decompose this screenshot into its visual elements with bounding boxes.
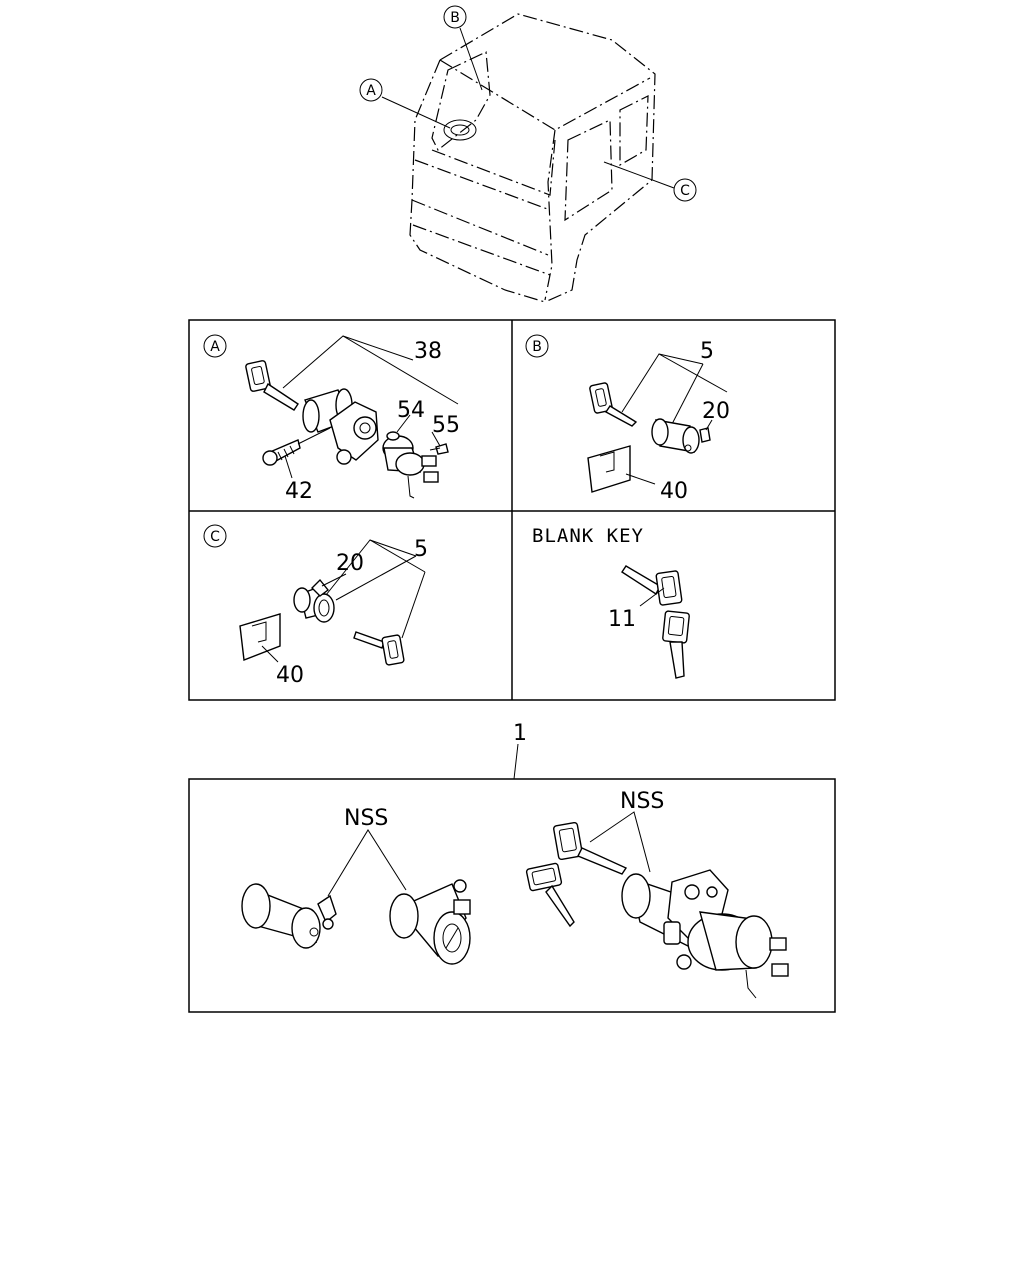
label-54: 54 (397, 398, 425, 423)
label-5: 5 (700, 339, 714, 364)
lock-cylinder-icon (389, 879, 471, 965)
blank-key-icon (621, 565, 683, 606)
key-icon (353, 631, 405, 666)
screw-icon (429, 443, 449, 455)
label-nss-right: NSS (620, 789, 664, 814)
key-icon (245, 360, 299, 411)
label-11: 11 (608, 607, 636, 632)
retainer-clip-icon (587, 445, 631, 493)
retainer-clip-icon (239, 613, 281, 661)
label-40: 40 (276, 663, 304, 688)
callout-a: A (359, 78, 451, 129)
detail-panel-c: C 20 5 40 (203, 524, 428, 688)
callout-c-letter: C (680, 183, 690, 199)
callout-b-letter: B (450, 10, 460, 26)
detail-panel-a: A (203, 334, 460, 504)
truck-cab-illustration (409, 13, 656, 303)
label-nss-left: NSS (344, 806, 388, 831)
lock-cylinder-icon (651, 418, 711, 454)
label-20: 20 (336, 551, 364, 576)
panel-a-letter: A (210, 339, 220, 355)
detail-panel-blank-key: BLANK KEY 11 (532, 525, 690, 679)
panel-c-letter: C (210, 529, 220, 545)
key-icon (525, 862, 575, 928)
key-icon (553, 821, 628, 875)
lock-cylinder-icon (293, 578, 335, 623)
label-5: 5 (414, 537, 428, 562)
callout-c: C (603, 161, 697, 202)
blank-key-icon (662, 610, 690, 679)
label-1: 1 (513, 721, 527, 746)
blank-key-title: BLANK KEY (532, 525, 644, 547)
ignition-switch-icon (621, 869, 789, 999)
label-40: 40 (660, 479, 688, 504)
lock-cylinder-icon (241, 883, 337, 949)
callout-a-letter: A (366, 83, 376, 99)
ignition-switch-icon (382, 431, 439, 499)
callout-b: B (443, 5, 483, 91)
label-55: 55 (432, 413, 460, 438)
detail-grid (188, 319, 836, 701)
kit-assembly: 1 NSS NSS (188, 721, 836, 1013)
key-icon (589, 382, 638, 427)
ignition-housing-icon (329, 401, 379, 465)
label-20: 20 (702, 399, 730, 424)
bolt-icon (262, 427, 331, 466)
label-38: 38 (414, 339, 442, 364)
panel-b-letter: B (532, 339, 542, 355)
detail-panel-b: B 5 20 40 (525, 334, 730, 504)
label-42: 42 (285, 479, 313, 504)
